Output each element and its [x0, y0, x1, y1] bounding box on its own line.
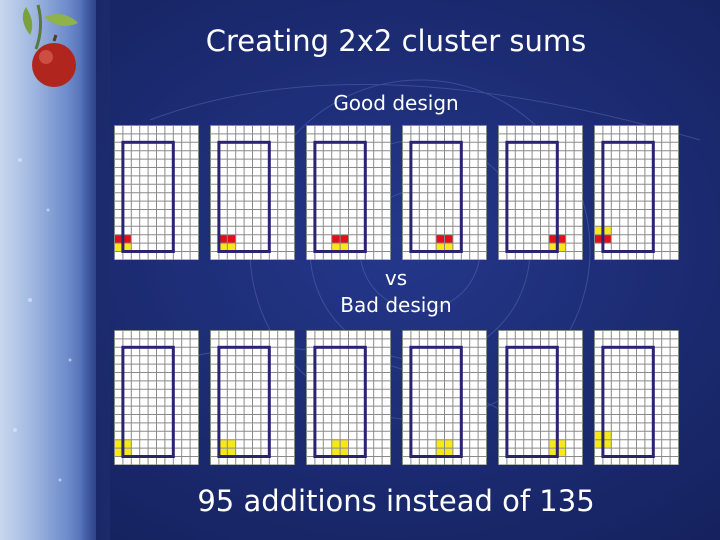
- bad-design-grid-3: [306, 330, 391, 465]
- good-design-grid-4: [402, 125, 487, 260]
- good-design-label: Good design: [0, 91, 720, 115]
- good-design-grid-1: [114, 125, 199, 260]
- red-cell: [445, 235, 453, 243]
- yellow-cell: [332, 440, 340, 448]
- bad-design-label: Bad design: [0, 293, 720, 317]
- red-cell: [340, 235, 348, 243]
- bad-design-grid-6: [594, 330, 679, 465]
- red-cell: [436, 235, 444, 243]
- vs-label: vs: [0, 266, 720, 290]
- good-design-grid-5: [498, 125, 583, 260]
- yellow-cell: [340, 440, 348, 448]
- star-icon: [13, 158, 72, 482]
- bad-design-grid-4: [402, 330, 487, 465]
- good-design-grid-6: [594, 125, 679, 260]
- footer-statement: 95 additions instead of 135: [0, 484, 720, 518]
- good-design-grid-3: [306, 125, 391, 260]
- slide-title: Creating 2x2 cluster sums: [0, 24, 720, 58]
- bad-design-grid-1: [114, 330, 199, 465]
- yellow-cell: [445, 440, 453, 448]
- bad-design-grid-2: [210, 330, 295, 465]
- good-design-grid-2: [210, 125, 295, 260]
- yellow-cell: [227, 440, 235, 448]
- bad-design-grid-5: [498, 330, 583, 465]
- red-cell: [332, 235, 340, 243]
- red-cell: [227, 235, 235, 243]
- yellow-cell: [436, 440, 444, 448]
